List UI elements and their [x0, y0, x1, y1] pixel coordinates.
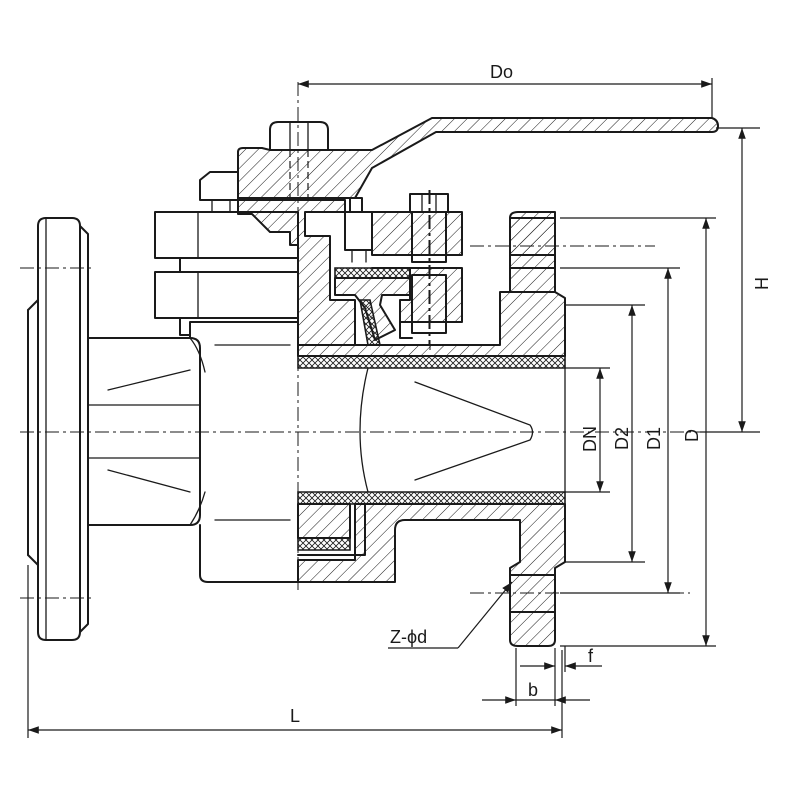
dim-b-label: b — [528, 680, 538, 700]
dim-h-label: H — [752, 277, 772, 290]
dim-h: H — [700, 127, 772, 433]
left-flange — [27, 217, 89, 641]
ball-bore — [359, 367, 566, 493]
dim-d-label: D — [682, 429, 702, 442]
bolt-hole-label: Z-ϕd — [390, 627, 427, 647]
dim-dn: DN — [565, 367, 610, 493]
dim-do: Do — [298, 62, 713, 118]
dim-l: L — [27, 565, 563, 738]
body-exterior — [87, 321, 299, 583]
dim-dn-label: DN — [580, 426, 600, 452]
body-section — [297, 211, 566, 647]
dim-l-label: L — [290, 706, 300, 726]
dim-d1-label: D1 — [644, 427, 664, 450]
dim-d: D — [560, 217, 716, 647]
dim-do-label: Do — [490, 62, 513, 82]
bolt-hole-callout: Z-ϕd — [388, 581, 513, 649]
dim-f-label: f — [588, 646, 594, 666]
dim-d2-label: D2 — [612, 427, 632, 450]
dim-b: b — [482, 648, 590, 706]
bonnet-bolt — [399, 190, 449, 345]
dim-d2: D2 — [565, 304, 645, 563]
dim-f: f — [520, 646, 602, 672]
bonnet-section — [237, 197, 463, 346]
handle-lever — [199, 117, 719, 213]
dim-d1: D1 — [560, 267, 680, 594]
